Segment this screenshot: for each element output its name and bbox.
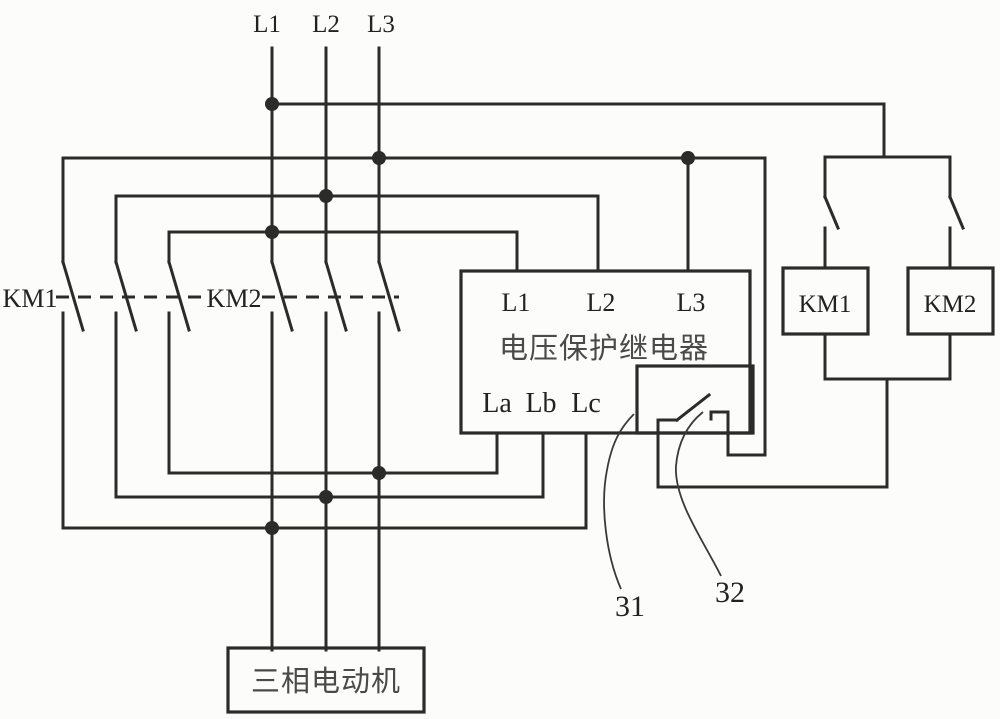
junction-dot xyxy=(319,189,333,203)
relay-output-contact-box xyxy=(635,364,755,435)
relay-terminal-lb: Lb xyxy=(525,388,556,419)
relay-terminal-l2: L2 xyxy=(587,288,616,317)
callout-leaders xyxy=(603,411,722,590)
voltage-protection-relay xyxy=(459,269,755,435)
wire-lc-to-l1 xyxy=(61,431,588,530)
control-circuit xyxy=(656,155,995,489)
callout-32-leader xyxy=(675,411,722,577)
wire-l2-to-km1-and-relay-l2 xyxy=(114,194,600,273)
junction-dot xyxy=(265,225,279,239)
km2-aux-switch-blade xyxy=(948,195,965,230)
wire-la-to-l3 xyxy=(167,431,499,475)
callout-31-leader xyxy=(603,413,635,590)
relay-terminal-l1: L1 xyxy=(502,288,531,317)
coil-label-km2: KM2 xyxy=(924,291,977,318)
output-contact-blade xyxy=(674,392,712,423)
junction-dot xyxy=(265,521,279,535)
junction-dot xyxy=(372,466,386,480)
labels: L1 L2 L3 KM1 KM2 L1 L2 L3 电压保护继电器 La Lb … xyxy=(3,11,977,698)
contactor-label-km1: KM1 xyxy=(3,284,58,313)
wire-coils-to-relay-contact xyxy=(656,377,889,489)
callout-label-31: 31 xyxy=(615,590,645,623)
phase-label-l2: L2 xyxy=(312,11,340,38)
callout-label-32: 32 xyxy=(715,576,745,609)
junction-dot xyxy=(265,97,279,111)
junction-dots xyxy=(265,97,695,535)
motor-label: 三相电动机 xyxy=(251,665,401,698)
relay-sensing-wires xyxy=(61,431,588,530)
junction-dot xyxy=(372,151,386,165)
junction-dot xyxy=(681,151,695,165)
phase-label-l3: L3 xyxy=(367,11,395,38)
junction-dot xyxy=(319,490,333,504)
contactor-label-km2: KM2 xyxy=(207,284,262,313)
relay-terminal-l3: L3 xyxy=(677,288,706,317)
relay-terminal-la: La xyxy=(482,388,512,419)
km2-pole1-blade xyxy=(270,260,294,332)
relay-title: 电压保护继电器 xyxy=(499,332,709,365)
phase-bus-lines xyxy=(270,46,381,652)
output-contact-left-terminal xyxy=(656,418,679,435)
wire-lb-to-l2 xyxy=(114,431,545,499)
wire-l1-to-control-circuit xyxy=(270,102,886,159)
km1-pole1-blade xyxy=(61,260,85,332)
wire-l3-to-km1-and-relay-contact xyxy=(61,156,767,457)
km1-aux-switch-blade xyxy=(823,195,840,230)
motor xyxy=(226,646,426,714)
relay-box xyxy=(459,269,752,435)
coil-label-km1: KM1 xyxy=(799,291,852,318)
km2-pole3-blade xyxy=(377,260,401,332)
relay-terminal-lc: Lc xyxy=(571,388,601,419)
wire-l1-to-km1-and-relay-l1 xyxy=(167,230,519,273)
motor-box xyxy=(226,646,426,714)
phase-label-l1: L1 xyxy=(253,11,281,38)
feeder-wires xyxy=(61,102,886,457)
